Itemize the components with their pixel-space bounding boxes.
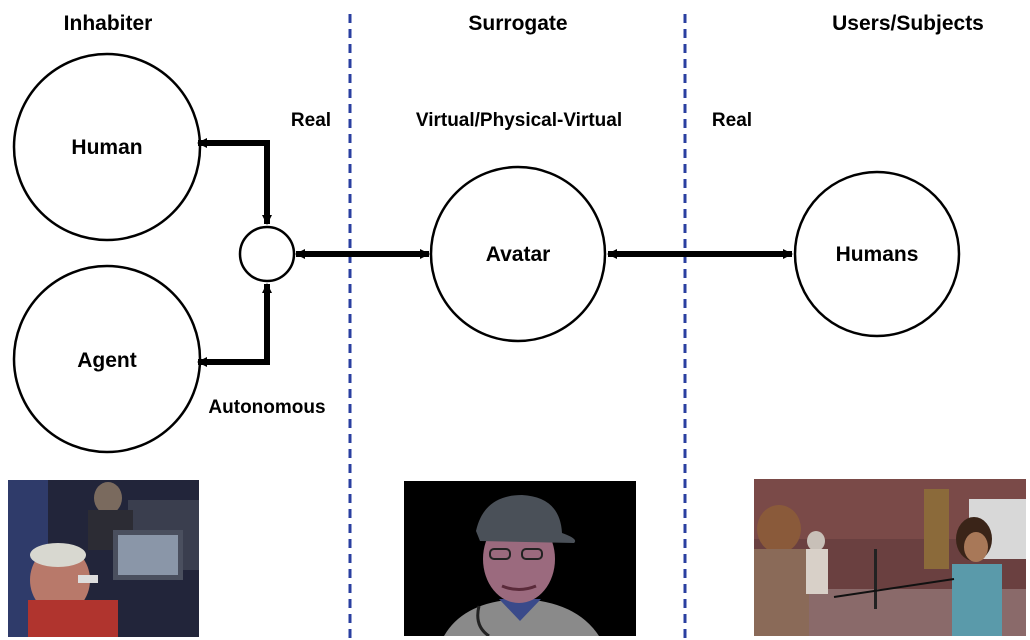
header-users: Users/Subjects — [832, 12, 984, 35]
label-real-right: Real — [712, 110, 752, 131]
conference-visitors-photo-icon — [754, 479, 1026, 636]
label-virtual: Virtual/Physical-Virtual — [416, 110, 622, 131]
arrow-agent-junction — [197, 283, 272, 367]
header-inhabiter: Inhabiter — [64, 12, 153, 35]
label-autonomous: Autonomous — [208, 397, 325, 418]
label-real-left: Real — [291, 110, 331, 131]
photo-inhabiter — [8, 480, 199, 637]
arrow-human-junction — [197, 138, 272, 225]
node-avatar-circle — [429, 165, 607, 343]
operator-with-headset-photo-icon — [8, 480, 199, 637]
avatar-face-photo-icon — [404, 481, 636, 636]
photo-surrogate — [404, 481, 636, 636]
junction-node — [238, 225, 296, 283]
photo-users — [754, 479, 1026, 636]
node-humans-label: Humans — [836, 243, 919, 266]
header-surrogate: Surrogate — [468, 12, 567, 35]
node-human-label: Human — [71, 136, 142, 159]
node-agent-label: Agent — [77, 349, 137, 372]
node-humans-circle — [793, 170, 961, 338]
node-avatar-label: Avatar — [486, 243, 551, 266]
